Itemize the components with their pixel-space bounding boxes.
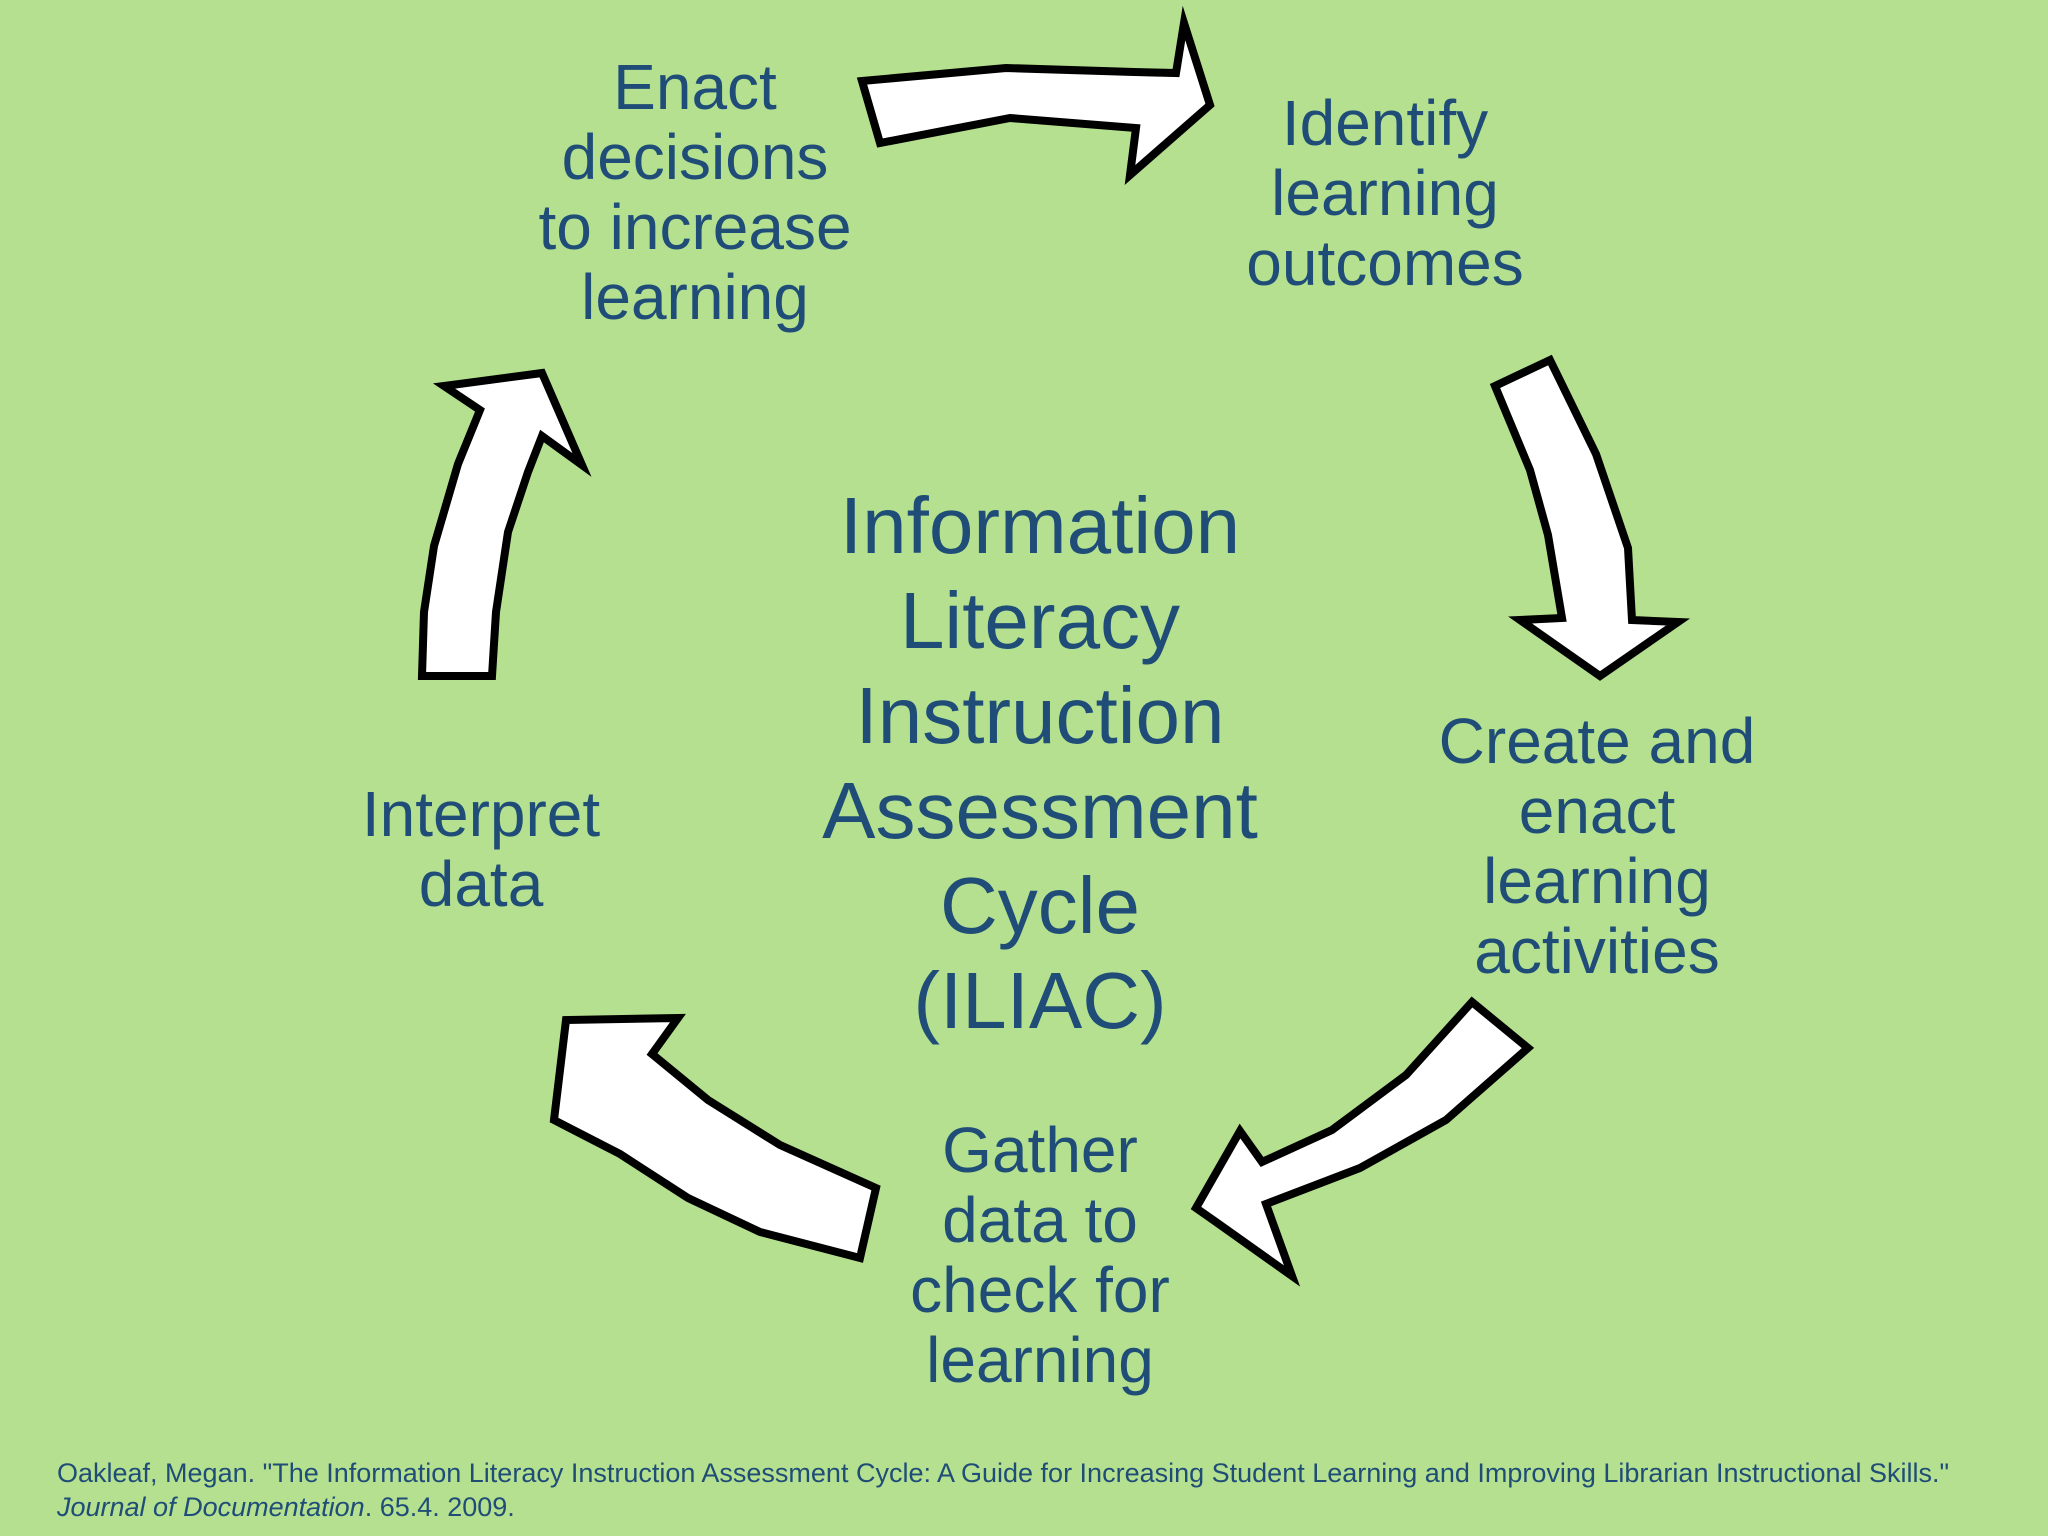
stage-line: Create and: [1438, 705, 1756, 777]
stage-gather-data: Gather data to check for learning: [840, 1115, 1240, 1395]
arrow-gather-to-interpret: [549, 1013, 881, 1263]
citation: Oakleaf, Megan. "The Information Literac…: [57, 1456, 2007, 1524]
stage-line: learning: [1483, 845, 1711, 917]
citation-text: Oakleaf, Megan. "The Information Literac…: [57, 1458, 1950, 1488]
title-line: Cycle: [939, 861, 1141, 950]
arrow-enact-to-identify: [856, 5, 1215, 185]
stage-line: outcomes: [1246, 227, 1524, 299]
title-line: Instruction: [855, 671, 1225, 760]
title-line: Assessment: [822, 766, 1258, 855]
stage-line: decisions: [561, 121, 829, 193]
title-line: Information: [839, 481, 1241, 570]
citation-journal: Journal of Documentation: [57, 1492, 365, 1522]
stage-line: data: [418, 848, 544, 920]
stage-line: check for: [910, 1254, 1170, 1326]
stage-line: enact: [1518, 775, 1676, 847]
stage-line: learning: [1271, 157, 1499, 229]
stage-interpret-data: Interpret data: [281, 779, 681, 919]
stage-line: activities: [1474, 915, 1720, 987]
stage-line: Identify: [1281, 87, 1489, 159]
arrow-interpret-to-enact: [417, 368, 592, 680]
stage-enact-decisions: Enact decisions to increase learning: [495, 52, 895, 332]
citation-details: . 65.4. 2009.: [364, 1492, 515, 1522]
arrow-identify-to-create: [1489, 354, 1691, 681]
stage-line: learning: [926, 1324, 1154, 1396]
stage-line: learning: [581, 261, 809, 333]
stage-line: Gather: [942, 1114, 1138, 1186]
stage-line: Interpret: [361, 778, 601, 850]
title-line: (ILIAC): [913, 956, 1167, 1045]
cycle-title: Information Literacy Instruction Assessm…: [790, 478, 1290, 1048]
stage-identify-outcomes: Identify learning outcomes: [1185, 88, 1585, 298]
arrow-create-to-gather: [1190, 996, 1535, 1287]
stage-line: data to: [942, 1184, 1138, 1256]
title-line: Literacy: [899, 576, 1181, 665]
stage-line: Enact: [613, 51, 777, 123]
stage-create-activities: Create and enact learning activities: [1397, 706, 1797, 986]
stage-line: to increase: [538, 191, 852, 263]
